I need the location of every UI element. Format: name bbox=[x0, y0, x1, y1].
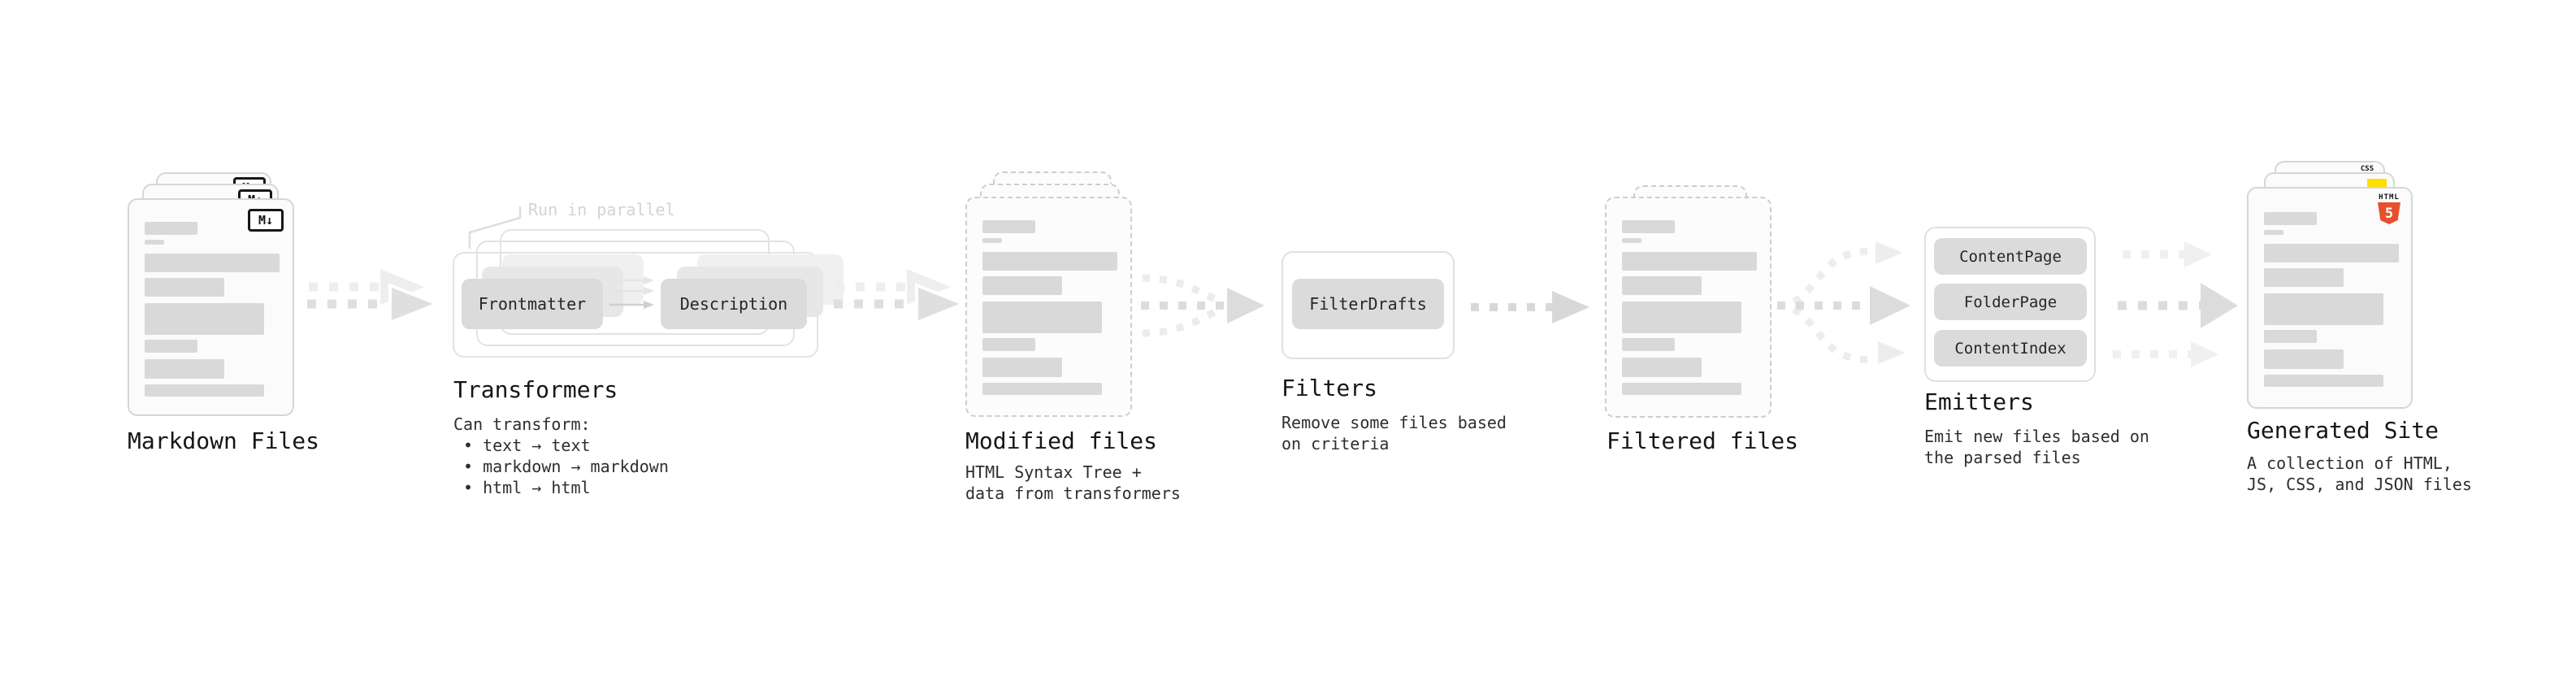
arrow-markdown-to-transformers bbox=[307, 269, 442, 325]
arrow-modified-to-filters-merge bbox=[1141, 274, 1264, 337]
filters-label: Filters bbox=[1281, 375, 1378, 401]
emitters-description: Emit new files based on the parsed files bbox=[1924, 427, 2149, 467]
javascript-icon bbox=[2367, 179, 2387, 189]
html5-icon: HTML 5 bbox=[2375, 194, 2403, 224]
markdown-file-card-front: M↓ bbox=[128, 198, 294, 416]
markdown-files-label: Markdown Files bbox=[128, 427, 320, 454]
arrow-filters-to-filtered bbox=[1471, 291, 1589, 323]
file-content-bars bbox=[967, 198, 1130, 395]
modified-files-description: HTML Syntax Tree + data from transformer… bbox=[965, 462, 1181, 503]
emitters-label: Emitters bbox=[1924, 388, 2034, 415]
transformer-internal-arrows bbox=[609, 276, 654, 309]
transformers-description: Can transform: • text → text • markdown … bbox=[453, 414, 669, 497]
modified-file-card-front bbox=[965, 197, 1132, 417]
filters-description: Remove some files based on criteria bbox=[1281, 413, 1507, 453]
generated-site-description: A collection of HTML, JS, CSS, and JSON … bbox=[2247, 453, 2472, 494]
filterdrafts-chip: FilterDrafts bbox=[1292, 279, 1444, 329]
description-chip: Description bbox=[661, 279, 807, 329]
contentpage-chip: ContentPage bbox=[1934, 238, 2087, 275]
filtered-files-label: Filtered files bbox=[1607, 427, 1799, 454]
arrow-filtered-to-emitters-fork bbox=[1776, 241, 1910, 364]
run-in-parallel-annotation: Run in parallel bbox=[528, 200, 675, 219]
file-content-bars bbox=[2249, 189, 2411, 387]
folderpage-chip: FolderPage bbox=[1934, 284, 2087, 320]
arrows-emitters-to-generated bbox=[2113, 241, 2238, 367]
file-content-bars bbox=[129, 200, 293, 397]
file-content-bars bbox=[1607, 198, 1770, 395]
filtered-file-card-front bbox=[1605, 197, 1772, 418]
transformers-label: Transformers bbox=[453, 376, 618, 403]
run-in-parallel-leader-line bbox=[468, 206, 522, 249]
generated-site-label: Generated Site bbox=[2247, 417, 2439, 444]
markdown-icon: M↓ bbox=[248, 209, 284, 232]
contentindex-chip: ContentIndex bbox=[1934, 330, 2087, 367]
modified-files-label: Modified files bbox=[965, 427, 1158, 454]
arrow-transformers-to-modified bbox=[834, 269, 969, 325]
generated-html-card-front: HTML 5 bbox=[2247, 187, 2413, 409]
frontmatter-chip: Frontmatter bbox=[462, 279, 603, 329]
